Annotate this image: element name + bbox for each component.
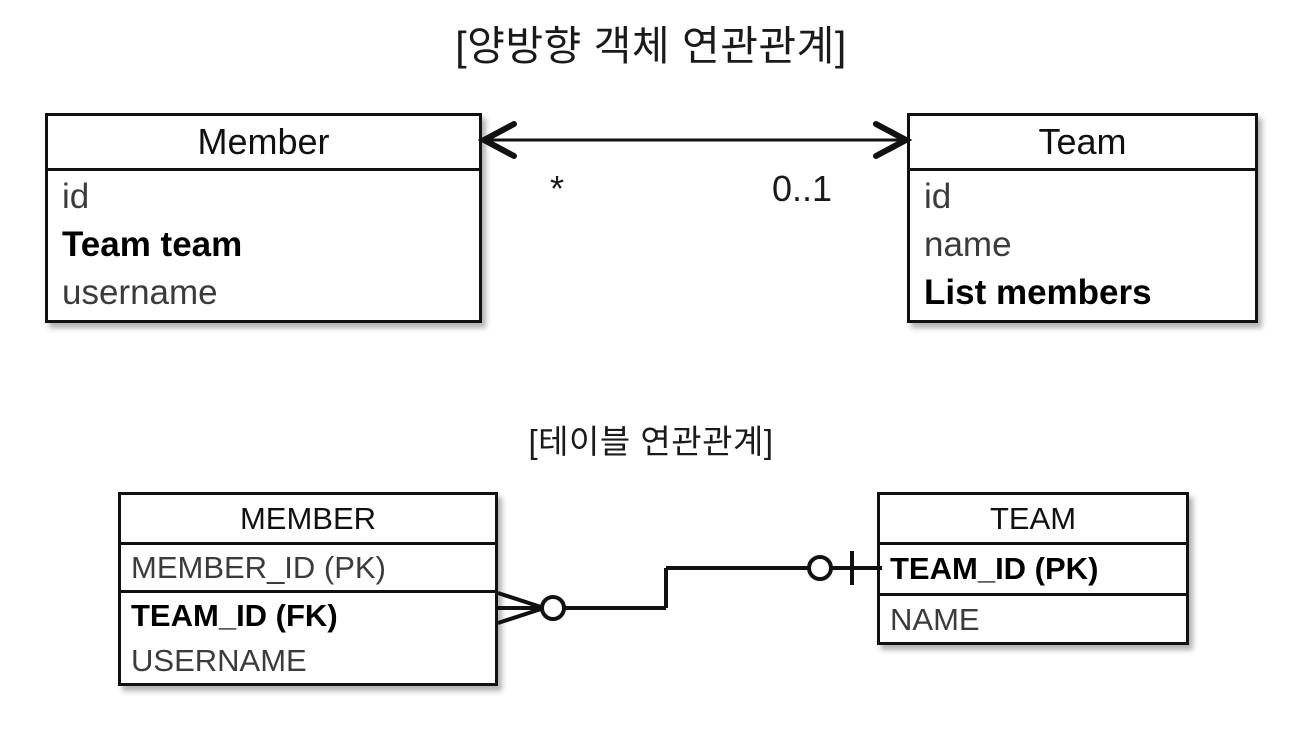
multiplicity-label-zero-one: 0..1 <box>772 168 833 209</box>
er-table-team-divider-mid <box>880 593 1186 596</box>
er-column-row: NAME <box>890 602 980 637</box>
uml-attribute-row: Team team <box>62 225 243 264</box>
er-table-team: TEAM TEAM_ID (PK) NAME <box>877 492 1189 645</box>
er-table-member-divider-mid <box>121 590 495 593</box>
uml-attribute-row: id <box>62 177 90 216</box>
uml-class-member-attributes: id Team team username <box>48 171 479 317</box>
bidirectional-association-arrow-icon <box>477 121 913 159</box>
uml-class-team: Team id name List members <box>907 113 1258 323</box>
er-table-team-divider-top <box>880 542 1186 545</box>
object-association-title: [양방향 객체 연관관계] <box>455 23 847 69</box>
uml-class-member-divider <box>48 168 479 171</box>
uml-class-member-name: Member <box>197 121 330 162</box>
er-column-row: TEAM_ID (PK) <box>890 551 1099 586</box>
zero-or-many-circle-icon <box>540 595 566 621</box>
er-table-team-name: TEAM <box>989 500 1077 536</box>
er-table-member-name: MEMBER <box>239 500 377 536</box>
table-association-title: [테이블 연관관계] <box>528 423 774 460</box>
uml-class-team-attributes: id name List members <box>910 171 1255 317</box>
uml-attribute-row: name <box>924 225 1012 264</box>
multiplicity-label-many: * <box>550 168 565 209</box>
uml-class-team-divider <box>910 168 1255 171</box>
er-table-member-divider-top <box>121 542 495 545</box>
er-column-row: USERNAME <box>131 642 307 678</box>
er-column-row: MEMBER_ID (PK) <box>131 549 386 585</box>
uml-attribute-row: username <box>62 273 218 312</box>
er-table-member: MEMBER MEMBER_ID (PK) TEAM_ID (FK) USERN… <box>118 492 498 686</box>
uml-class-team-name: Team <box>1038 121 1127 162</box>
uml-attribute-row: id <box>924 177 952 216</box>
er-column-row: TEAM_ID (FK) <box>131 597 338 633</box>
uml-class-member: Member id Team team username <box>45 113 482 323</box>
crows-foot-relationship-icon <box>497 551 882 625</box>
uml-attribute-row: List members <box>924 273 1152 312</box>
zero-or-one-circle-icon <box>807 555 833 581</box>
